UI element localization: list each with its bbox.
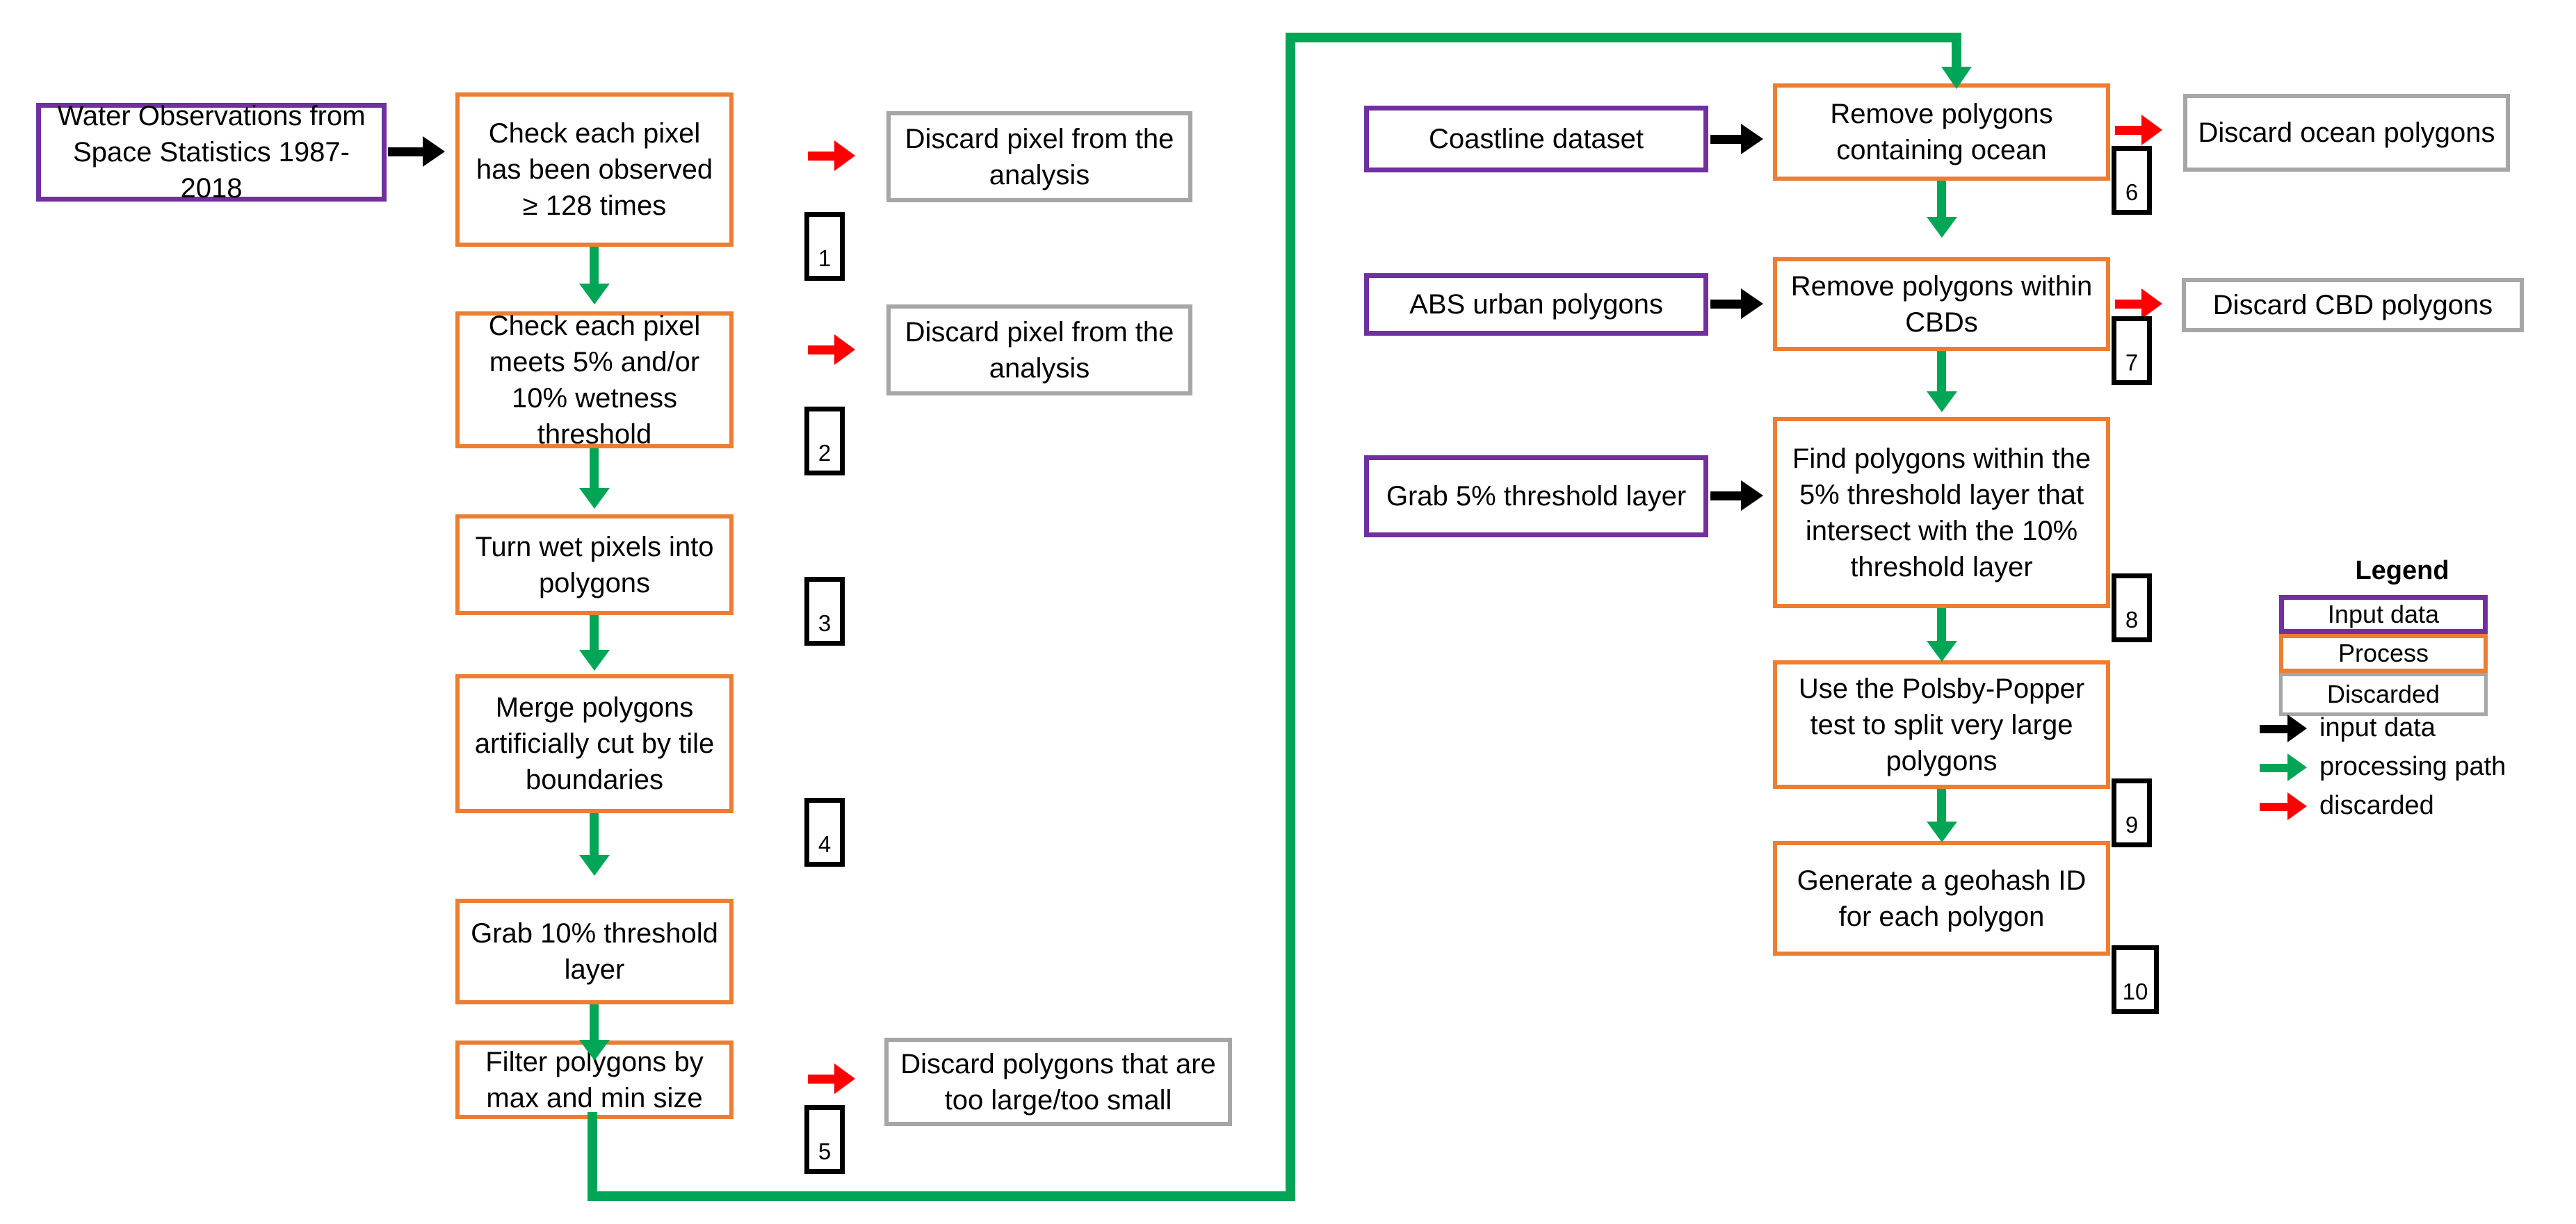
- step-badge-4: 4: [804, 798, 845, 867]
- step-badge-3: 3: [804, 577, 845, 646]
- legend-key-label-processing-path: processing path: [2319, 752, 2506, 781]
- arrow-abs-to-step7-head: [1741, 288, 1763, 319]
- legend-title: Legend: [2355, 556, 2449, 585]
- arrow-step1-to-step2-head: [579, 284, 610, 304]
- arrow-step2-discard-head: [834, 334, 855, 365]
- node-step1-discard[interactable]: Discard pixel from the analysis: [886, 111, 1192, 202]
- legend-swatch-input-data: Input data: [2279, 595, 2488, 634]
- legend-arrow-input-data-shaft: [2260, 725, 2290, 733]
- step-badge-7: 7: [2112, 316, 2152, 385]
- arrow-coastline-to-step6-head: [1741, 124, 1763, 154]
- arrow-grab10-to-filter-head: [579, 1040, 610, 1061]
- node-grab-10-percent-layer[interactable]: Grab 10% threshold layer: [455, 899, 734, 1004]
- legend-arrow-processing-path-head: [2287, 753, 2307, 781]
- legend-arrow-discarded-head: [2287, 792, 2307, 820]
- loop-connector-vertical-into-step6: [1952, 33, 1961, 70]
- legend-arrow-input-data-head: [2287, 715, 2307, 742]
- node-step8-intersect-layers[interactable]: Find polygons within the 5% threshold la…: [1773, 417, 2110, 608]
- loop-connector-vertical-up: [1286, 33, 1295, 1201]
- node-input-coastline[interactable]: Coastline dataset: [1364, 106, 1708, 172]
- legend-swatch-discarded: Discarded: [2279, 673, 2488, 716]
- node-input-abs-urban[interactable]: ABS urban polygons: [1364, 273, 1708, 336]
- node-input-grab-5-percent[interactable]: Grab 5% threshold layer: [1364, 455, 1708, 537]
- loop-connector-horizontal-top: [1286, 33, 1961, 42]
- loop-connector-vertical-down: [588, 1112, 597, 1201]
- step-badge-6: 6: [2112, 146, 2152, 215]
- arrow-step7-to-step8-shaft: [1937, 351, 1946, 398]
- arrow-step5-discard-shaft: [808, 1075, 837, 1084]
- arrow-step8-to-step9-shaft: [1937, 608, 1946, 646]
- arrow-grab5-to-step8-head: [1741, 480, 1763, 511]
- arrow-step9-to-step10-shaft: [1937, 789, 1946, 827]
- arrow-input-wofs-to-step1-shaft: [388, 147, 426, 156]
- loop-connector-arrowhead: [1941, 67, 1972, 89]
- arrow-step2-to-step3-shaft: [590, 448, 599, 495]
- node-step9-polsby-popper[interactable]: Use the Polsby-Popper test to split very…: [1773, 660, 2110, 789]
- arrow-step3-to-step4-shaft: [590, 615, 599, 657]
- node-step7-discard[interactable]: Discard CBD polygons: [2182, 278, 2524, 332]
- step-badge-8: 8: [2112, 573, 2152, 642]
- arrow-step9-to-step10-head: [1927, 822, 1957, 842]
- node-step6-discard[interactable]: Discard ocean polygons: [2183, 94, 2510, 172]
- node-step10-geohash-id[interactable]: Generate a geohash ID for each polygon: [1773, 841, 2110, 956]
- legend-key-label-input-data: input data: [2319, 713, 2436, 742]
- arrow-step1-to-step2-shaft: [590, 247, 599, 291]
- arrow-step1-discard-head: [834, 140, 855, 171]
- arrow-step3-to-step4-head: [579, 650, 610, 671]
- arrow-step8-to-step9-head: [1927, 641, 1957, 662]
- arrow-coastline-to-step6-shaft: [1710, 135, 1744, 144]
- node-step4-merge-tiles[interactable]: Merge polygons artificially cut by tile …: [455, 674, 734, 813]
- node-step3-polygonize[interactable]: Turn wet pixels into polygons: [455, 514, 734, 615]
- legend-arrow-processing-path-shaft: [2260, 764, 2290, 772]
- step-badge-2: 2: [804, 407, 845, 475]
- arrow-step2-to-step3-head: [579, 488, 610, 509]
- arrow-step6-discard-shaft: [2115, 126, 2144, 135]
- node-step5-discard[interactable]: Discard polygons that are too large/too …: [884, 1038, 1232, 1126]
- arrow-step7-discard-head: [2141, 288, 2162, 319]
- arrow-abs-to-step7-shaft: [1710, 300, 1744, 309]
- arrow-step6-to-step7-head: [1927, 217, 1957, 238]
- arrow-grab5-to-step8-shaft: [1710, 491, 1744, 500]
- arrow-step4-to-step5-shaft: [590, 813, 599, 862]
- arrow-step5-discard-head: [834, 1063, 855, 1094]
- legend-arrow-discarded-shaft: [2260, 803, 2290, 811]
- arrow-step6-to-step7-shaft: [1937, 181, 1946, 224]
- arrow-step6-discard-head: [2141, 115, 2162, 145]
- arrow-step4-to-step5-head: [579, 855, 610, 876]
- step-badge-1: 1: [804, 212, 845, 281]
- step-badge-9: 9: [2112, 778, 2152, 847]
- arrow-step7-discard-shaft: [2115, 300, 2144, 309]
- node-step1-check-observations[interactable]: Check each pixel has been observed ≥ 128…: [455, 92, 734, 247]
- node-step2-discard[interactable]: Discard pixel from the analysis: [886, 304, 1192, 395]
- arrow-step7-to-step8-head: [1927, 391, 1957, 412]
- legend-swatch-process: Process: [2279, 634, 2488, 673]
- node-input-wofs[interactable]: Water Observations from Space Statistics…: [36, 101, 387, 204]
- step-badge-5: 5: [804, 1105, 845, 1174]
- arrow-grab10-to-filter-shaft: [590, 1004, 599, 1046]
- legend-key-label-discarded: discarded: [2319, 791, 2434, 820]
- node-step2-wetness-threshold[interactable]: Check each pixel meets 5% and/or 10% wet…: [455, 311, 734, 450]
- arrow-step2-discard-shaft: [808, 345, 837, 354]
- arrow-input-wofs-to-step1-head: [423, 136, 445, 167]
- arrow-step1-discard-shaft: [808, 152, 837, 161]
- node-step7-remove-cbds[interactable]: Remove polygons within CBDs: [1773, 257, 2110, 351]
- step-badge-10: 10: [2112, 945, 2159, 1014]
- node-step6-remove-ocean[interactable]: Remove polygons containing ocean: [1773, 83, 2110, 181]
- legend: Legend Input data Process Discarded inpu…: [2246, 556, 2566, 973]
- loop-connector-horizontal-bottom: [588, 1191, 1295, 1201]
